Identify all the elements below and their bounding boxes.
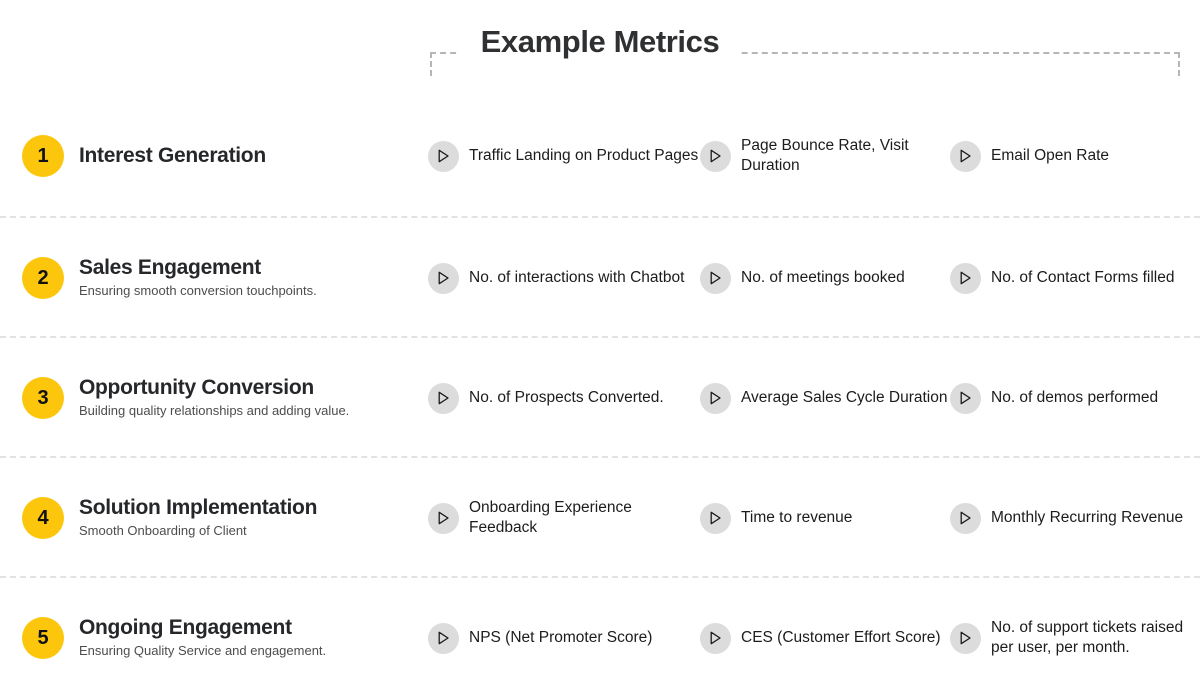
stage-number-badge: 1 — [22, 135, 64, 177]
metric-group: No. of interactions with Chatbot No. of m… — [420, 218, 1200, 338]
metric-group: Traffic Landing on Product Pages Page Bou… — [420, 96, 1200, 216]
stage-subtitle: Building quality relationships and addin… — [79, 402, 350, 418]
stage-number-badge: 4 — [22, 497, 64, 539]
header: Example Metrics — [0, 0, 1200, 96]
metric-label: No. of support tickets raised per user, … — [991, 618, 1184, 656]
header-bracket — [430, 52, 1180, 76]
metric-item: Time to revenue — [700, 502, 950, 534]
metric-group: Onboarding Experience Feedback Time to re… — [420, 458, 1200, 578]
stage-number-badge: 3 — [22, 377, 64, 419]
metric-label: Traffic Landing on Product Pages — [469, 146, 699, 164]
play-triangle-icon — [950, 140, 981, 172]
stage-number-badge: 5 — [22, 617, 64, 659]
stage-number-badge: 2 — [22, 257, 64, 299]
play-triangle-icon — [428, 140, 459, 172]
play-triangle-icon — [700, 382, 731, 414]
play-triangle-icon — [700, 622, 731, 654]
stage-subtitle: Smooth Onboarding of Client — [79, 522, 247, 538]
page-title-text: Example Metrics — [458, 24, 742, 59]
play-triangle-icon — [950, 622, 981, 654]
play-triangle-icon — [428, 262, 459, 294]
metric-label: No. of demos performed — [991, 388, 1159, 406]
play-triangle-icon — [950, 262, 981, 294]
stage-title: Opportunity Conversion — [79, 376, 314, 400]
metric-item: Email Open Rate — [950, 140, 1190, 172]
stage-title: Interest Generation — [79, 143, 266, 167]
stage-title: Ongoing Engagement — [79, 616, 292, 640]
metric-item: Page Bounce Rate, Visit Duration — [700, 136, 950, 177]
metric-item: Traffic Landing on Product Pages — [420, 140, 700, 172]
metric-label: Onboarding Experience Feedback — [469, 498, 632, 536]
stage-subtitle: Ensuring smooth conversion touchpoints. — [79, 282, 317, 298]
metric-item: No. of support tickets raised per user, … — [950, 618, 1190, 659]
metric-item: No. of Contact Forms filled — [950, 262, 1190, 294]
play-triangle-icon — [950, 382, 981, 414]
metric-label: Monthly Recurring Revenue — [991, 508, 1184, 526]
metric-label: No. of Prospects Converted. — [469, 388, 664, 406]
metric-label: NPS (Net Promoter Score) — [469, 628, 653, 646]
metric-label: Email Open Rate — [991, 146, 1110, 164]
play-triangle-icon — [428, 502, 459, 534]
metric-item: No. of demos performed — [950, 382, 1190, 414]
stage-list: 1 Interest Generation Traffic Landing on P… — [0, 96, 1200, 696]
metric-item: Monthly Recurring Revenue — [950, 502, 1190, 534]
stage-subtitle: Ensuring Quality Service and engagement. — [79, 642, 327, 658]
play-triangle-icon — [700, 502, 731, 534]
play-triangle-icon — [700, 140, 731, 172]
metric-label: No. of meetings booked — [741, 268, 905, 286]
metric-group: NPS (Net Promoter Score) CES (Customer Ef… — [420, 578, 1200, 698]
metric-item: Average Sales Cycle Duration — [700, 382, 950, 414]
metric-item: No. of Prospects Converted. — [420, 382, 700, 414]
metric-group: No. of Prospects Converted. Average Sales… — [420, 338, 1200, 458]
stage-title: Solution Implementation — [79, 496, 318, 520]
metric-label: Page Bounce Rate, Visit Duration — [741, 136, 909, 174]
stage-title: Sales Engagement — [79, 256, 261, 280]
metric-label: Time to revenue — [741, 508, 853, 526]
metric-item: NPS (Net Promoter Score) — [420, 622, 700, 654]
stage-row: 1 Interest Generation Traffic Landing on P… — [0, 96, 1200, 216]
stage-header: 1 Interest Generation — [0, 135, 420, 177]
play-triangle-icon — [428, 622, 459, 654]
page-title: Example Metrics — [0, 24, 1200, 60]
play-triangle-icon — [950, 502, 981, 534]
metric-label: Average Sales Cycle Duration — [741, 388, 948, 406]
play-triangle-icon — [428, 382, 459, 414]
metric-item: Onboarding Experience Feedback — [420, 498, 700, 539]
metric-label: CES (Customer Effort Score) — [741, 628, 941, 646]
metric-item: CES (Customer Effort Score) — [700, 622, 950, 654]
play-triangle-icon — [700, 262, 731, 294]
metric-item: No. of interactions with Chatbot — [420, 262, 700, 294]
metric-label: No. of Contact Forms filled — [991, 268, 1175, 286]
metric-label: No. of interactions with Chatbot — [469, 268, 685, 286]
metric-item: No. of meetings booked — [700, 262, 950, 294]
stage-text: Interest Generation — [64, 144, 266, 168]
